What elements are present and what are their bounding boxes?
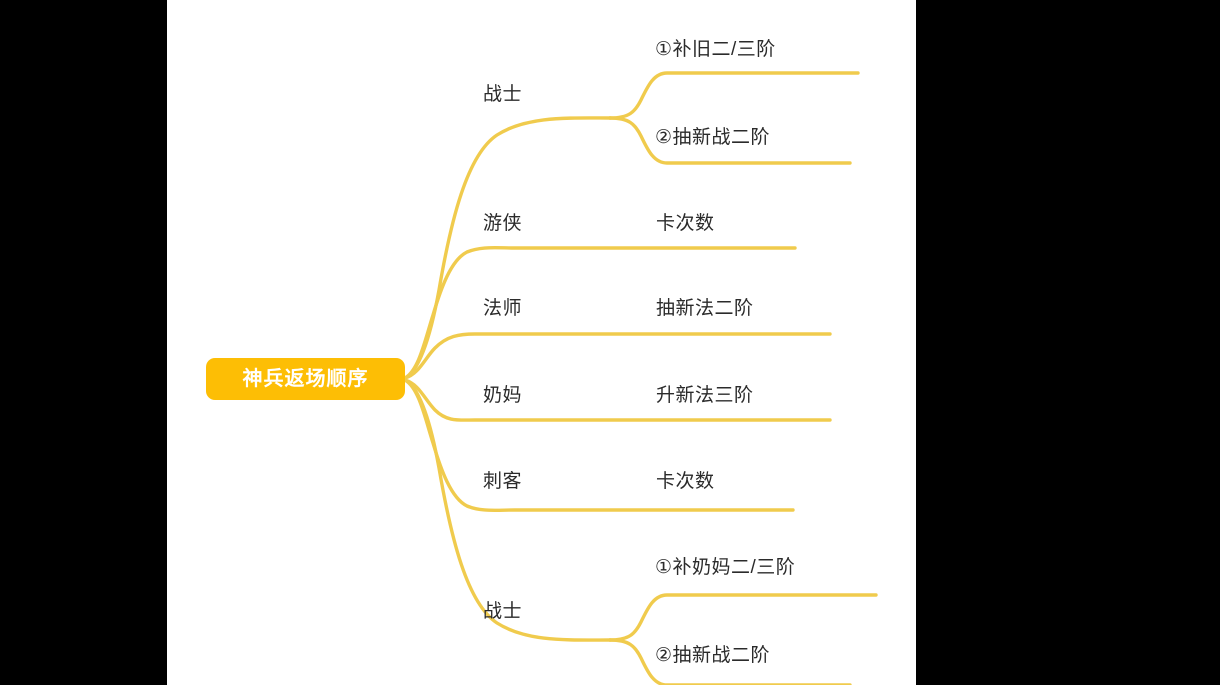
root-node-label: 神兵返场顺序 (242, 368, 369, 390)
root-node[interactable]: 神兵返场顺序 (206, 358, 405, 400)
branch-label-2[interactable]: 游侠 (483, 213, 523, 234)
branch-label-3[interactable]: 法师 (483, 298, 523, 319)
edge-root-to-branch-4 (403, 378, 832, 422)
branch-1-child-label-1[interactable]: ①补旧二/三阶 (655, 39, 776, 60)
branch-2-child-label-1[interactable]: 卡次数 (656, 213, 715, 234)
branch-1-child-label-2[interactable]: ②抽新战二阶 (655, 127, 771, 148)
edge-root-to-branch-6 (403, 378, 612, 642)
branch-label-5[interactable]: 刺客 (483, 471, 523, 492)
branch-3-child-label-1[interactable]: 抽新法二阶 (656, 298, 754, 319)
edge-branch-1-child-1 (608, 71, 860, 120)
edge-branch-6-child-1 (608, 593, 878, 642)
edge-root-to-branch-3 (403, 332, 832, 380)
branch-label-6[interactable]: 战士 (483, 601, 523, 622)
branch-label-1[interactable]: 战士 (483, 84, 523, 105)
mindmap-canvas: 神兵返场顺序 战士 ①补旧二/三阶 ②抽新战二阶 游侠 卡次数 法师 抽新法二阶… (167, 0, 916, 685)
mindmap-edges (403, 71, 878, 685)
edge-branch-1-child-2 (608, 116, 852, 165)
branch-label-4[interactable]: 奶妈 (483, 385, 523, 406)
branch-6-child-label-2[interactable]: ②抽新战二阶 (655, 645, 771, 666)
edge-branch-6-child-2 (608, 638, 852, 685)
edge-root-to-branch-2 (403, 245, 797, 380)
branch-6-child-label-1[interactable]: ①补奶妈二/三阶 (655, 557, 796, 578)
branch-5-child-label-1[interactable]: 卡次数 (656, 471, 715, 492)
branch-4-child-label-1[interactable]: 升新法三阶 (656, 385, 754, 406)
